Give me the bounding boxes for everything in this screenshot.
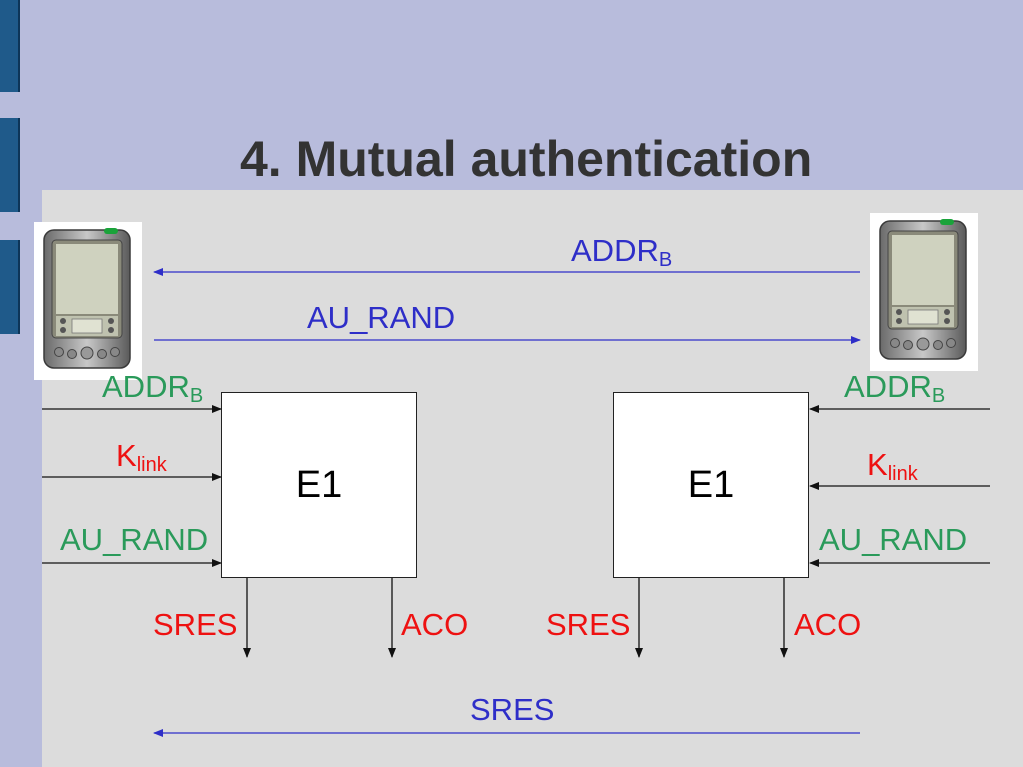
right-aco-label: ACO bbox=[794, 607, 862, 642]
left-e1-box: E1 bbox=[221, 392, 417, 578]
right-sres-label: SRES bbox=[546, 607, 631, 642]
left-sres-label: SRES bbox=[153, 607, 238, 642]
left-device bbox=[34, 222, 142, 380]
left-aco-label: ACO bbox=[401, 607, 469, 642]
right-au-rand-label: AU_RAND bbox=[819, 522, 968, 557]
pda-device-icon bbox=[43, 228, 131, 369]
left-klink-label: Klink bbox=[116, 438, 167, 476]
sres-message-label: SRES bbox=[470, 692, 555, 727]
addr-message-label: ADDRB bbox=[571, 233, 673, 271]
right-addr-label: ADDRB bbox=[844, 369, 946, 407]
decorative-side-bar bbox=[0, 0, 20, 92]
right-device bbox=[870, 213, 978, 371]
decorative-side-bar bbox=[0, 118, 20, 212]
au-rand-message-label: AU_RAND bbox=[307, 300, 456, 335]
right-klink-label: Klink bbox=[867, 447, 918, 485]
right-e1-box: E1 bbox=[613, 392, 809, 578]
left-au-rand-label: AU_RAND bbox=[60, 522, 209, 557]
pda-device-icon bbox=[879, 219, 967, 360]
slide-title: 4. Mutual authentication bbox=[240, 131, 813, 187]
diagram-panel bbox=[42, 190, 1023, 767]
decorative-side-bar bbox=[0, 240, 20, 334]
left-addr-label: ADDRB bbox=[102, 369, 204, 407]
